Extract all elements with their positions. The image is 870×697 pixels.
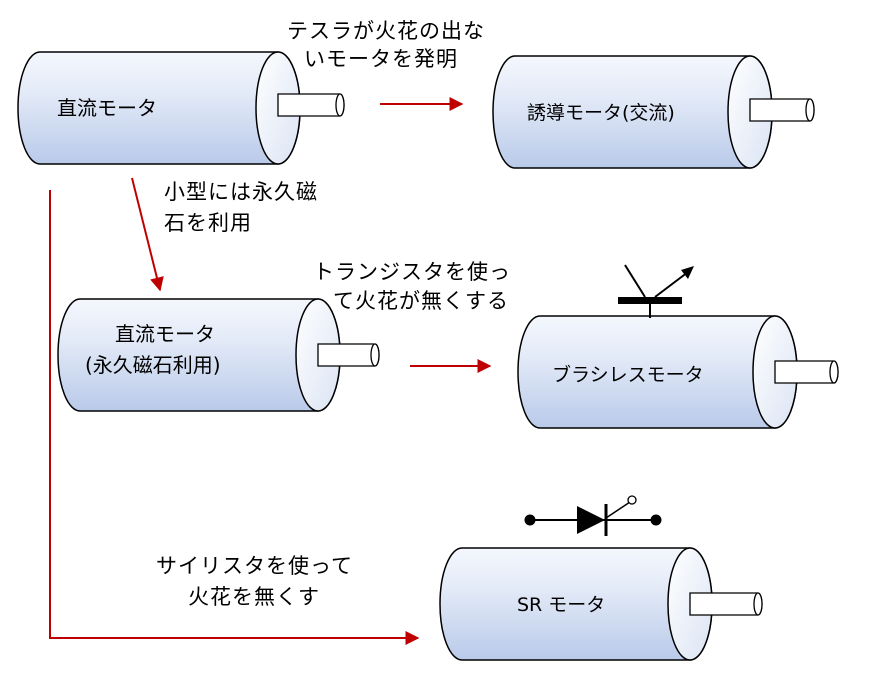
motor-dc-label: 直流モータ: [57, 96, 157, 120]
arrow-dc-to-sr: [49, 190, 420, 645]
caption-tesla-line2: いモータを発明: [304, 47, 458, 71]
motor-dc-permanent-magnet: 直流モータ (永久磁石利用): [57, 298, 380, 412]
motor-dc-pm-label-line1: 直流モータ: [115, 322, 215, 346]
caption-tesla-line1: テスラが火花の出な: [287, 19, 485, 43]
caption-transistor-line2: て火花が無くする: [333, 289, 509, 313]
motor-induction-label: 誘導モータ(交流): [527, 102, 675, 124]
arrows: [49, 97, 492, 645]
arrow-dc-to-dc-pm: [131, 177, 164, 292]
motor-induction: 誘導モータ(交流): [492, 55, 815, 169]
motor-dc-shaft: [277, 93, 345, 117]
motor-dc-pm-shaft: [317, 343, 380, 367]
motor-dc-pm-label-line2: (永久磁石利用): [85, 353, 221, 377]
caption-thyristor-line2: 火花を無くす: [188, 585, 320, 609]
motor-brushless-label: ブラシレスモータ: [552, 363, 704, 386]
motor-sr-shaft: [689, 592, 763, 616]
motor-dc: 直流モータ: [17, 51, 345, 165]
motor-brushless-shaft: [774, 360, 839, 384]
motor-brushless: ブラシレスモータ: [517, 315, 839, 429]
motor-induction-shaft: [749, 98, 815, 122]
motor-sr: SR モータ: [439, 547, 763, 661]
transistor-symbol-icon: [618, 264, 694, 318]
caption-thyristor-line1: サイリスタを使って: [156, 554, 353, 578]
caption-transistor-line1: トランジスタを使っ: [313, 260, 511, 284]
caption-small-line2: 石を利用: [164, 211, 252, 235]
thyristor-symbol-icon: [524, 495, 662, 536]
motor-sr-label: SR モータ: [517, 594, 605, 616]
caption-small-line1: 小型には永久磁: [164, 180, 318, 204]
